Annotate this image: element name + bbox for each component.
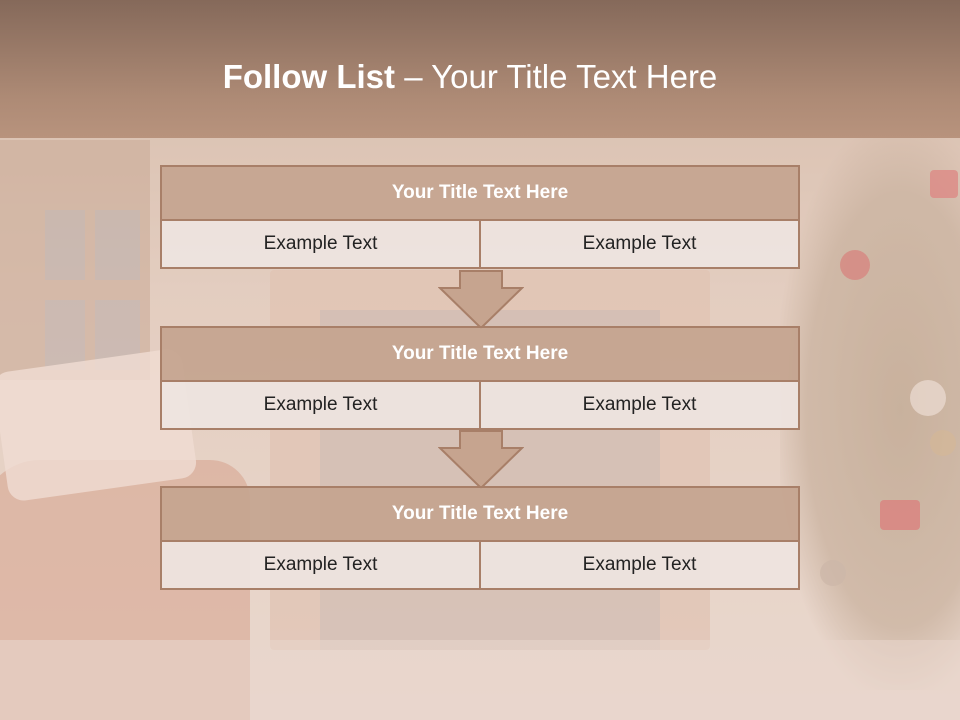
block-title: Your Title Text Here xyxy=(160,165,800,221)
block-cell-right: Example Text xyxy=(479,219,800,269)
background-floor xyxy=(0,640,960,720)
header-bar: Follow List – Your Title Text Here xyxy=(0,0,960,138)
block-title: Your Title Text Here xyxy=(160,486,800,542)
block-cell-right: Example Text xyxy=(479,540,800,590)
page-title-rest: – Your Title Text Here xyxy=(395,58,718,95)
down-arrow-icon xyxy=(438,270,524,330)
list-block-3: Your Title Text Here Example Text Exampl… xyxy=(160,486,800,590)
block-cell-right: Example Text xyxy=(479,380,800,430)
down-arrow-icon xyxy=(438,430,524,490)
block-title: Your Title Text Here xyxy=(160,326,800,382)
page-title-bold: Follow List xyxy=(222,58,396,95)
list-block-1: Your Title Text Here Example Text Exampl… xyxy=(160,165,800,269)
page-title: Follow List – Your Title Text Here xyxy=(0,58,940,96)
block-cell-left: Example Text xyxy=(160,380,481,430)
list-block-2: Your Title Text Here Example Text Exampl… xyxy=(160,326,800,430)
background-window xyxy=(0,140,150,380)
block-cell-left: Example Text xyxy=(160,219,481,269)
block-cell-left: Example Text xyxy=(160,540,481,590)
